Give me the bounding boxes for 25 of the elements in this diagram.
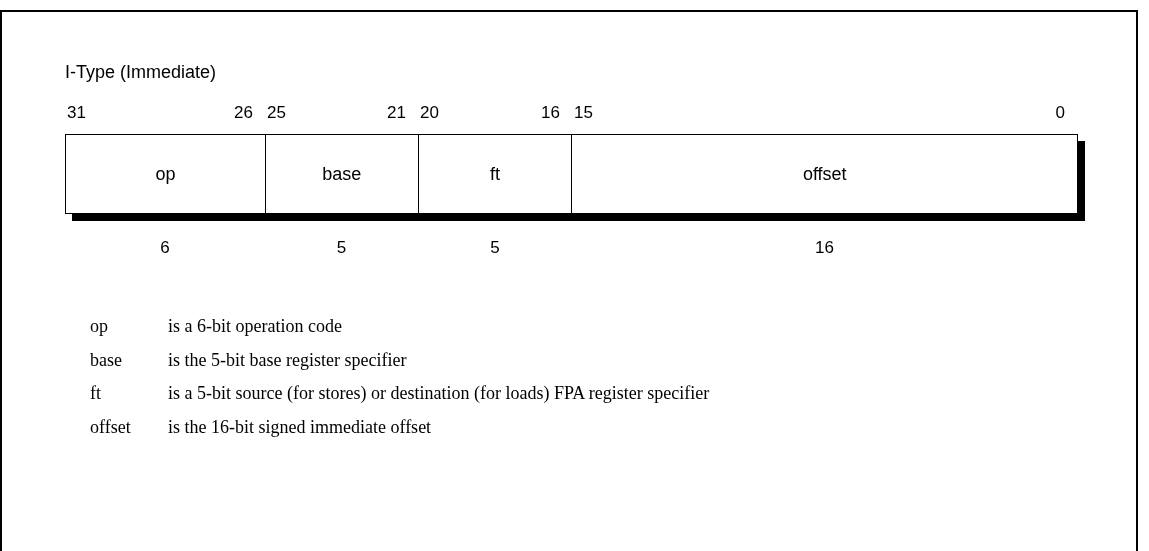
bit-field: base — [265, 135, 419, 213]
definition-text: is the 5-bit base register specifier — [168, 349, 407, 371]
field-width: 16 — [815, 238, 834, 258]
bit-number: 31 — [67, 103, 86, 123]
term: ft — [90, 383, 101, 404]
term: offset — [90, 416, 131, 438]
bit-number: 20 — [420, 103, 439, 123]
definition-text: is the 16-bit signed immediate offset — [168, 416, 432, 438]
bit-number: 26 — [234, 103, 253, 123]
bit-field: op — [66, 135, 266, 213]
bit-field: ft — [418, 135, 573, 213]
bit-number: 25 — [267, 103, 286, 123]
definition-text: is a 6-bit operation code — [168, 316, 342, 337]
diagram-title: I-Type (Immediate) — [65, 62, 217, 83]
bit-number: 15 — [574, 103, 593, 123]
definition-text: is a 5-bit source (for stores) or destination (for loads) FPA register specifier — [168, 383, 710, 404]
field-width: 6 — [160, 238, 170, 258]
field-width: 5 — [490, 238, 500, 258]
bit-number: 16 — [541, 103, 560, 123]
term: base — [90, 349, 122, 371]
bit-number: 0 — [1055, 103, 1065, 123]
bit-number: 21 — [387, 103, 406, 123]
bit-field: offset — [572, 135, 1077, 213]
field-width: 5 — [336, 238, 347, 258]
term: op — [90, 316, 108, 337]
